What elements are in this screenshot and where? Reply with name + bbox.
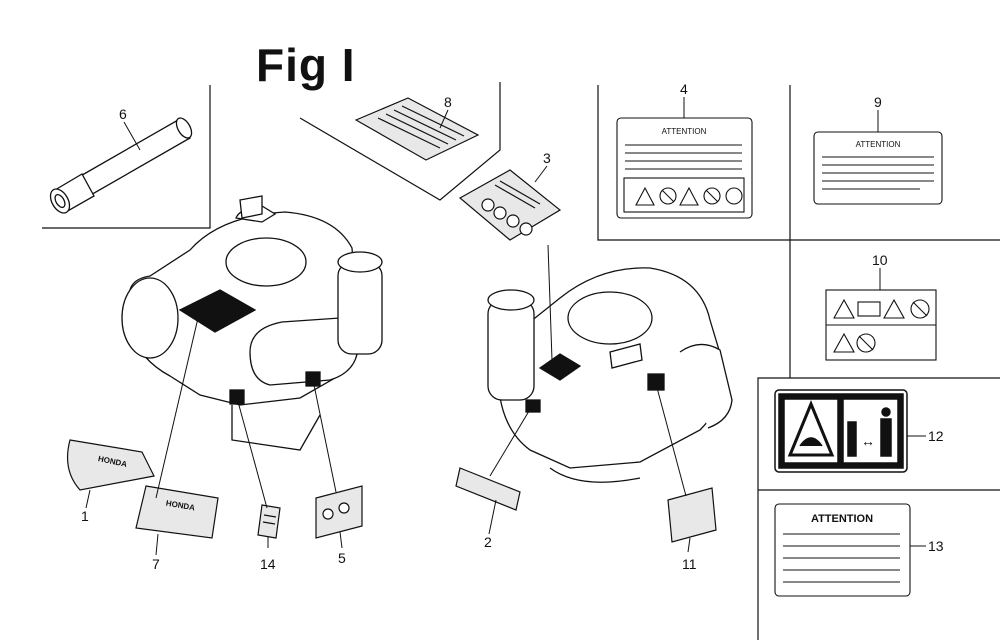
callout-10: 10 (872, 252, 888, 268)
callout-5: 5 (338, 550, 346, 566)
part-13-attention-label: ATTENTION (774, 503, 911, 597)
callout-7: 7 (152, 556, 160, 572)
callout-14: 14 (260, 556, 276, 572)
callout-4: 4 (680, 81, 688, 97)
part-12-warning-decal: ↔ (774, 389, 908, 473)
part-14-label (257, 504, 281, 539)
leader-lines (85, 97, 926, 556)
part-8-label (354, 97, 480, 161)
part-9-attention-label: ATTENTION (813, 131, 943, 205)
callout-1: 1 (81, 508, 89, 524)
callout-9: 9 (874, 94, 882, 110)
part-12-arrow-text: ↔ (861, 433, 875, 449)
part-4-attention-label: ATTENTION (616, 117, 753, 219)
callout-13: 13 (928, 538, 944, 554)
part-5-label (315, 485, 363, 539)
callout-6: 6 (119, 106, 127, 122)
callout-8: 8 (444, 94, 452, 110)
part-6-tube-wrench (49, 117, 193, 214)
part-3-label (458, 169, 562, 241)
part-1-honda-label: HONDA (67, 439, 155, 491)
callout-12: 12 (928, 428, 944, 444)
engine-right (487, 267, 733, 483)
part-9-attention-text: ATTENTION (856, 140, 901, 149)
part-13-attention-text: ATTENTION (811, 513, 873, 525)
part-7-honda-label: HONDA (135, 485, 219, 539)
callout-3: 3 (543, 150, 551, 166)
part-10-symbol-label (825, 289, 937, 361)
panel-borders (42, 82, 1000, 640)
callout-11: 11 (682, 556, 697, 572)
part-11-label (667, 487, 717, 543)
part-4-attention-text: ATTENTION (662, 127, 707, 136)
engine-left (121, 195, 383, 451)
callout-2: 2 (484, 534, 492, 550)
part-2-label (455, 467, 521, 511)
figure-title: Fig I (256, 39, 356, 91)
